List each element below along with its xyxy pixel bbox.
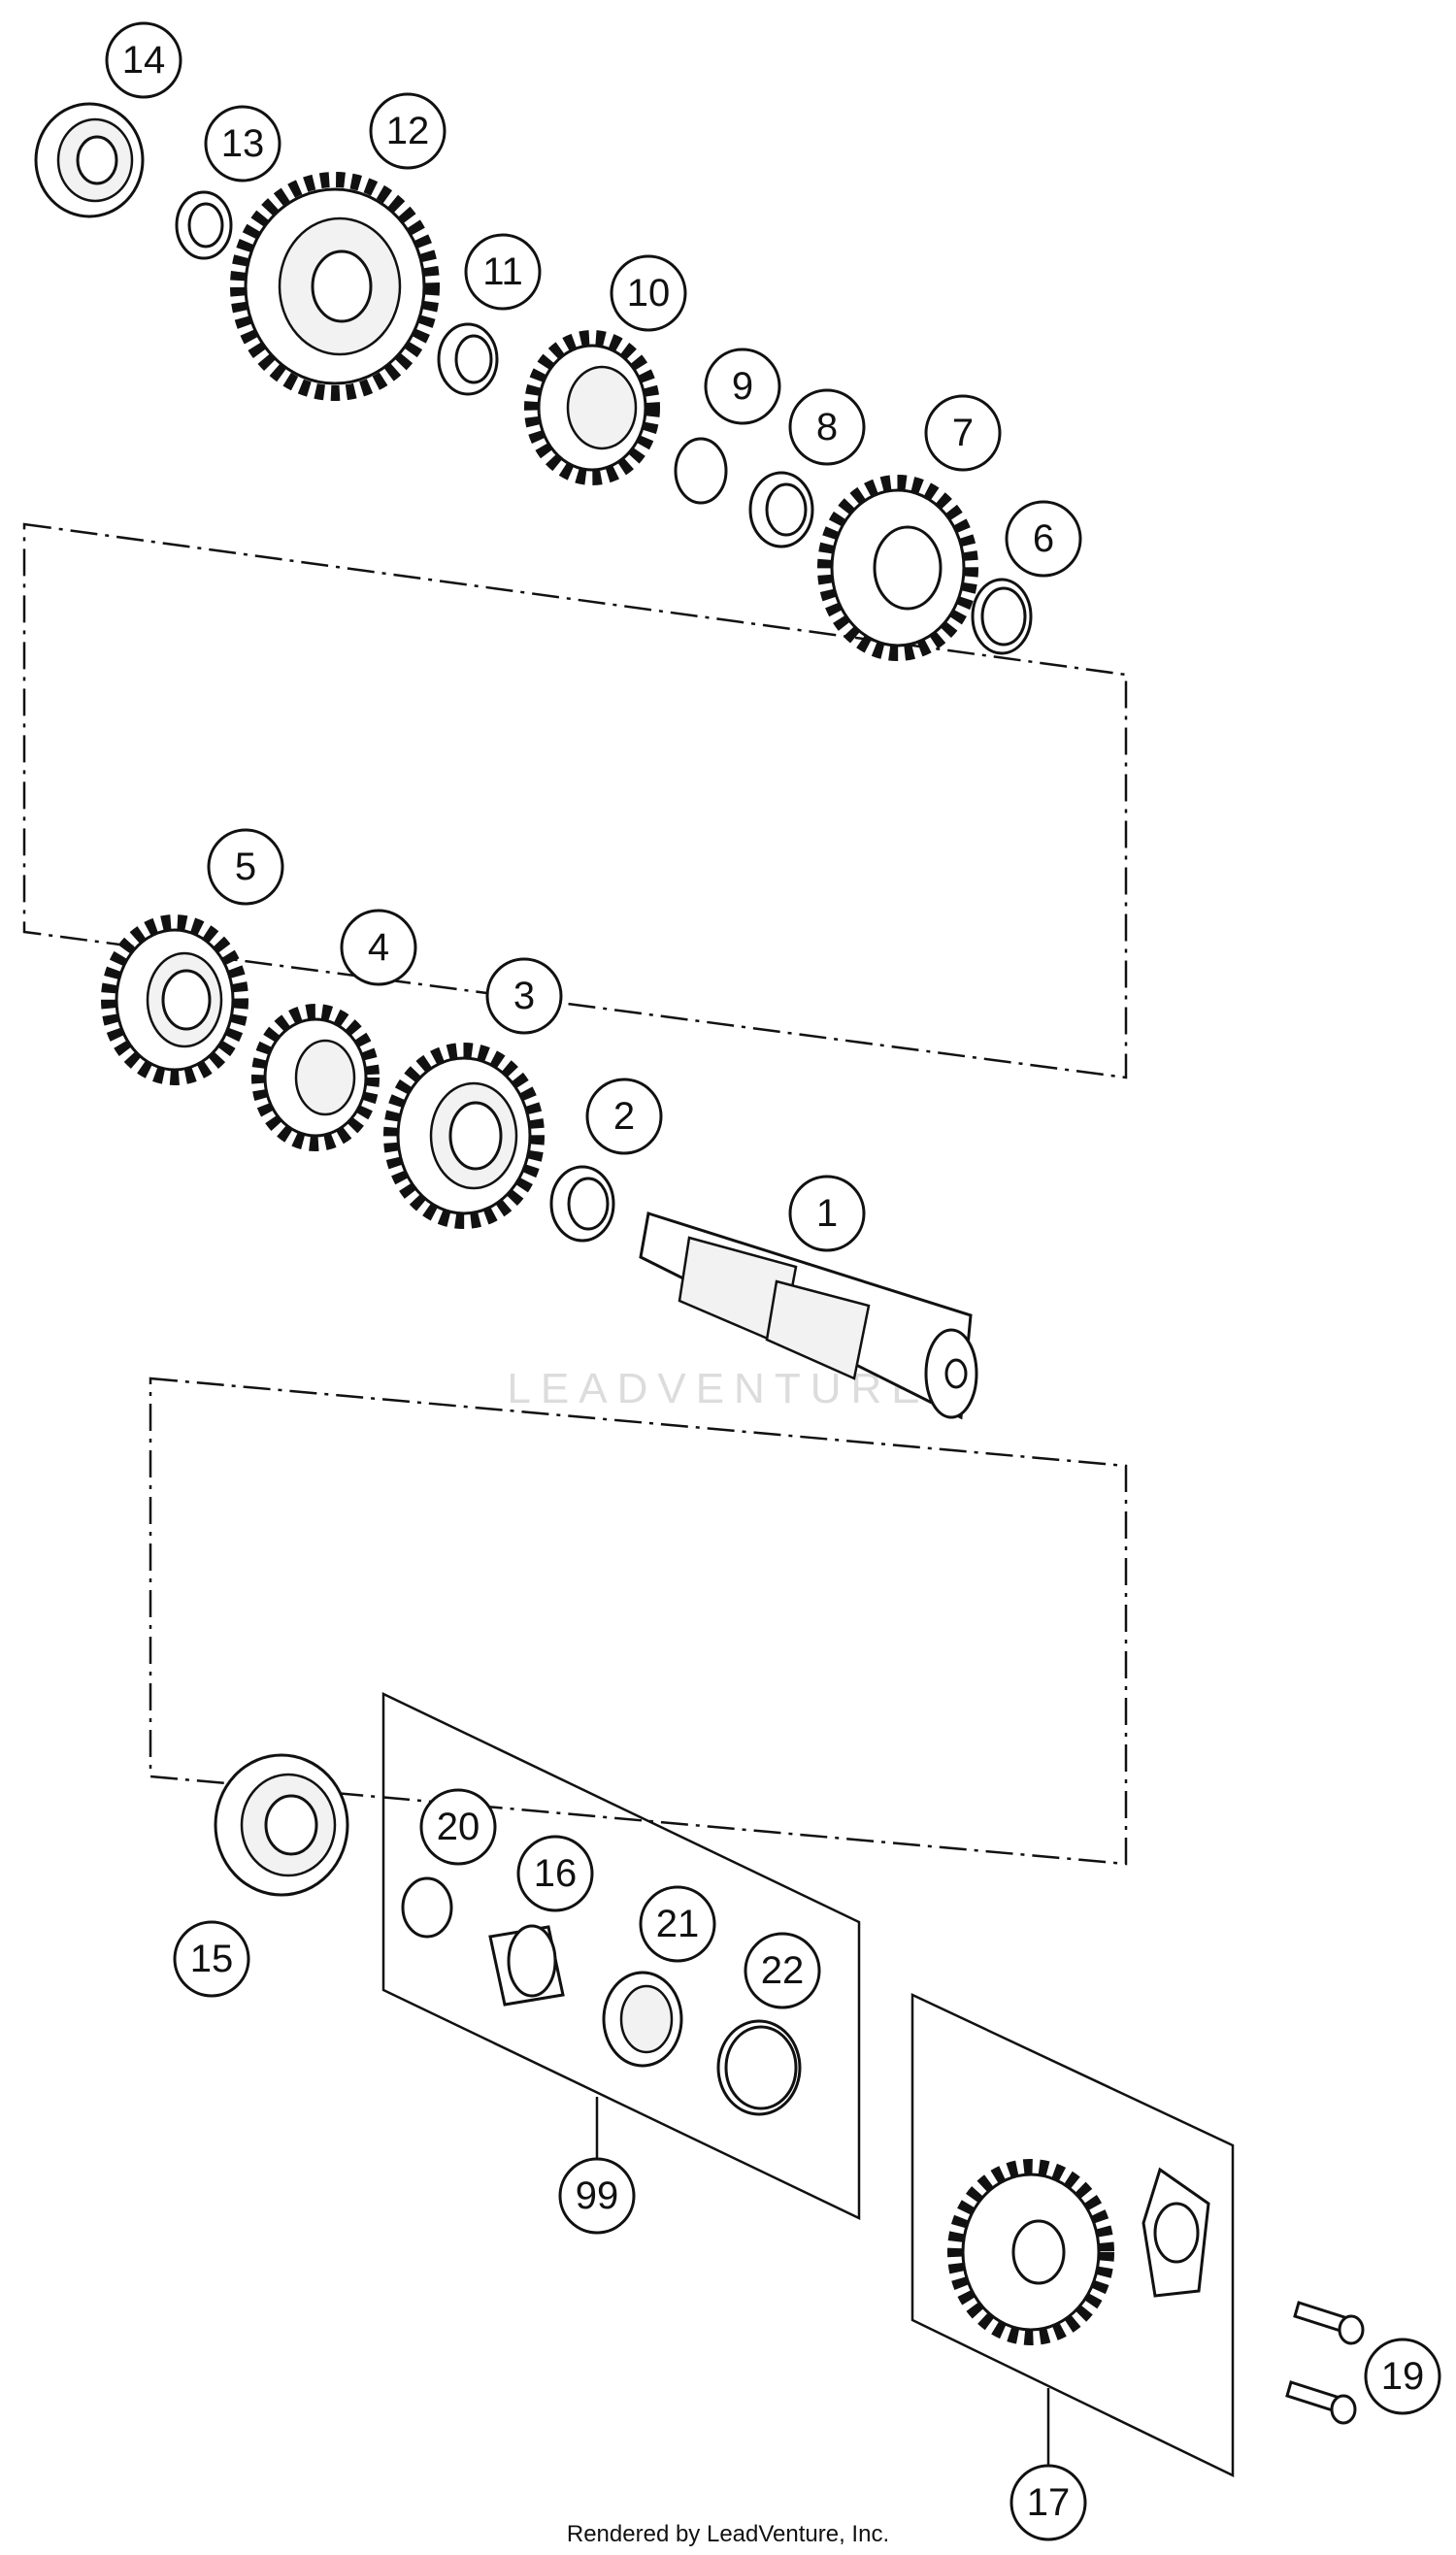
svg-text:16: 16 xyxy=(534,1852,578,1895)
svg-text:9: 9 xyxy=(732,365,753,408)
callout-6: 6 xyxy=(1005,500,1082,578)
callout-13: 13 xyxy=(204,105,281,182)
assembly-outline-lower xyxy=(149,1377,1128,1866)
svg-text:6: 6 xyxy=(1033,517,1054,560)
svg-text:8: 8 xyxy=(816,406,838,448)
gear-10-part xyxy=(524,330,660,485)
circlip-22-part xyxy=(716,2019,802,2116)
bushing-11-part xyxy=(437,322,499,396)
svg-text:20: 20 xyxy=(437,1806,480,1848)
washer-6-part xyxy=(971,578,1033,655)
svg-text:11: 11 xyxy=(482,250,523,293)
callout-19: 19 xyxy=(1364,2338,1441,2415)
seal-21-part xyxy=(602,1971,683,2068)
sprocket-17-part xyxy=(947,2159,1114,2345)
callout-21: 21 xyxy=(639,1885,716,1963)
callout-20: 20 xyxy=(419,1788,497,1866)
callout-2: 2 xyxy=(585,1078,663,1155)
callout-9: 9 xyxy=(704,348,781,425)
gear-7-part xyxy=(817,475,978,661)
bearing-14-part xyxy=(34,102,145,218)
watermark: LEADVENTURE xyxy=(507,1365,929,1412)
svg-text:12: 12 xyxy=(386,110,430,152)
screw-19-part xyxy=(1285,2301,1365,2425)
svg-text:21: 21 xyxy=(656,1903,700,1945)
callout-5: 5 xyxy=(207,828,284,906)
svg-text:1: 1 xyxy=(816,1192,838,1235)
bearing-15-part xyxy=(214,1753,349,1897)
shaft-1-part xyxy=(639,1211,978,1420)
gear-3-part xyxy=(383,1043,545,1229)
bushing-16-part xyxy=(488,1924,565,2007)
gear-4-part xyxy=(251,1004,380,1151)
svg-text:17: 17 xyxy=(1027,2481,1071,2524)
bushing-8-part xyxy=(748,471,814,548)
callout-15: 15 xyxy=(173,1920,250,1998)
callout-12: 12 xyxy=(369,92,447,170)
callout-3: 3 xyxy=(485,957,563,1035)
kit-99-group-box xyxy=(381,1692,861,2220)
callout-22: 22 xyxy=(744,1932,821,2009)
callout-11: 11 xyxy=(464,233,542,311)
callout-4: 4 xyxy=(340,909,417,986)
callout-1: 1 xyxy=(788,1175,866,1252)
svg-text:5: 5 xyxy=(235,846,256,888)
circlip-9-part xyxy=(674,437,728,505)
callout-8: 8 xyxy=(788,388,866,466)
retaining-plate-part xyxy=(1142,2167,1210,2298)
assembly-outline-upper xyxy=(22,522,1128,1079)
footer-credit: Rendered by LeadVenture, Inc. xyxy=(567,2521,889,2547)
svg-text:19: 19 xyxy=(1381,2355,1425,2398)
svg-text:10: 10 xyxy=(627,272,671,315)
callout-16: 16 xyxy=(516,1835,594,1912)
svg-text:14: 14 xyxy=(122,39,166,82)
callout-7: 7 xyxy=(924,394,1002,472)
bushing-2-part xyxy=(549,1165,615,1243)
svg-text:99: 99 xyxy=(576,2174,619,2217)
svg-text:15: 15 xyxy=(190,1938,234,1980)
svg-text:2: 2 xyxy=(613,1095,635,1138)
callout-10: 10 xyxy=(610,254,687,332)
callout-99: 99 xyxy=(558,2157,636,2235)
sprocket-17-group-box xyxy=(910,1993,1235,2477)
svg-text:7: 7 xyxy=(952,412,974,454)
svg-text:22: 22 xyxy=(761,1949,805,1992)
callout-17: 17 xyxy=(1009,2464,1087,2541)
svg-text:3: 3 xyxy=(513,975,535,1017)
svg-text:4: 4 xyxy=(368,926,389,969)
gear-5-part xyxy=(101,914,248,1085)
circlip-20-part xyxy=(401,1876,453,1939)
callout-14: 14 xyxy=(105,21,182,99)
washer-13-part xyxy=(175,190,233,260)
gear-12-part xyxy=(230,172,440,401)
svg-text:13: 13 xyxy=(221,122,265,165)
